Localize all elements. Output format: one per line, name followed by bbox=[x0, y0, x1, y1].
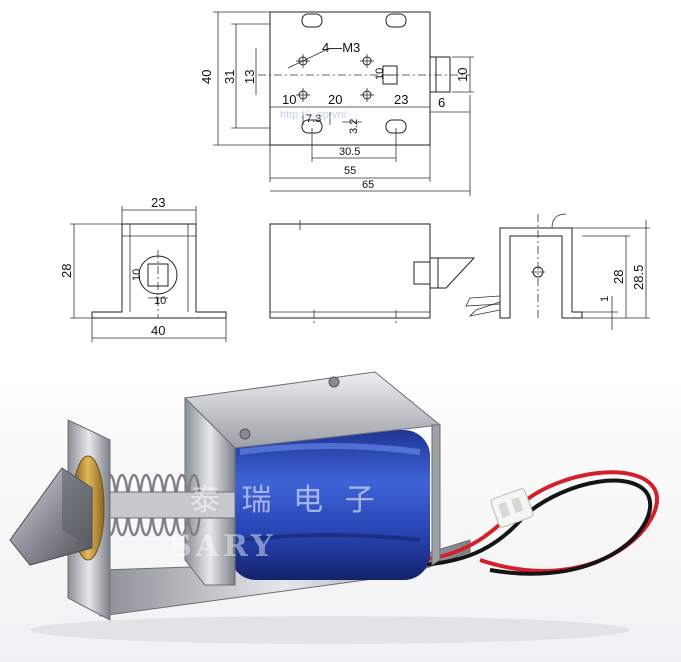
dim-23: 23 bbox=[394, 92, 408, 107]
screw-hole bbox=[360, 54, 374, 68]
dim-6: 6 bbox=[438, 95, 445, 110]
end-view: 28 28.5 1 bbox=[465, 213, 650, 330]
dim-30-5: 30.5 bbox=[339, 146, 360, 158]
dim-front-40: 40 bbox=[151, 323, 165, 338]
screw-spec-label: 4—M3 bbox=[322, 40, 360, 55]
dim-40: 40 bbox=[199, 70, 214, 84]
dim-55: 55 bbox=[344, 165, 356, 177]
side-view-body bbox=[269, 223, 431, 319]
dim-31: 31 bbox=[222, 70, 237, 84]
wire-black bbox=[419, 478, 652, 576]
dim-plunger-10: 10 bbox=[455, 68, 470, 82]
dim-front-23: 23 bbox=[151, 195, 165, 210]
screw-hole bbox=[296, 88, 310, 102]
side-view-latch bbox=[437, 257, 476, 289]
frame-right-upright bbox=[431, 424, 441, 566]
product-photo: 泰 瑞 电 子 SARY bbox=[0, 352, 681, 662]
plunger-shaft bbox=[99, 491, 236, 519]
dim-end-28: 28 bbox=[611, 270, 626, 284]
drawing-watermark: http://...op.vn/ bbox=[280, 109, 348, 121]
front-view: 23 28 40 10 10 bbox=[59, 195, 227, 342]
side-view-plunger-head bbox=[429, 257, 439, 289]
end-view-wire bbox=[465, 295, 501, 307]
connector bbox=[490, 488, 534, 528]
coil bbox=[230, 430, 430, 580]
photo-watermark-brand: SARY bbox=[170, 529, 276, 564]
end-view-frame bbox=[499, 227, 583, 319]
dim-bottom-10: 10 bbox=[282, 92, 296, 107]
coil-winding bbox=[230, 430, 430, 580]
technical-drawing: 4—M3 40 31 13 10 10 10 20 23 bbox=[59, 11, 650, 342]
dim-front-10-v: 10 bbox=[131, 269, 143, 281]
dim-front-10-h: 10 bbox=[154, 295, 166, 307]
dim-3-2: 3.2 bbox=[348, 119, 360, 134]
lead-wires bbox=[419, 470, 659, 576]
dim-small-10: 10 bbox=[374, 68, 386, 80]
side-long-view bbox=[269, 220, 476, 326]
mount-slot bbox=[385, 13, 407, 28]
frame-rivet bbox=[239, 428, 251, 440]
photo-watermark-cn: 泰 瑞 电 子 bbox=[190, 483, 381, 518]
shadow bbox=[30, 616, 630, 644]
mount-slot bbox=[301, 13, 323, 28]
top-view-plunger bbox=[429, 56, 451, 93]
dim-end-1: 1 bbox=[599, 296, 611, 302]
dim-20: 20 bbox=[328, 92, 342, 107]
dim-13: 13 bbox=[242, 70, 257, 84]
top-view: 4—M3 40 31 13 10 10 10 20 23 bbox=[199, 11, 474, 196]
frame-rivet bbox=[328, 376, 340, 388]
dim-65: 65 bbox=[362, 179, 374, 191]
dim-end-28-5: 28.5 bbox=[631, 265, 646, 290]
screw-hole bbox=[360, 88, 374, 102]
dim-7-3: 7.3 bbox=[306, 113, 321, 125]
dim-front-28: 28 bbox=[59, 264, 74, 278]
